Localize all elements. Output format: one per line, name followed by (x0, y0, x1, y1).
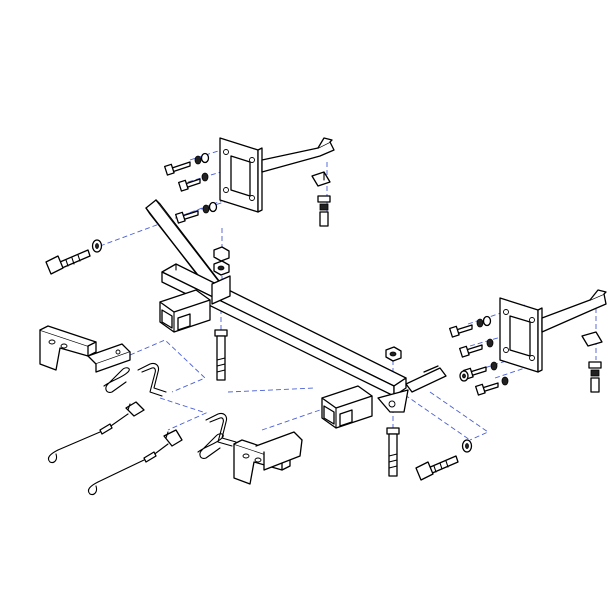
left-tow-tab (39, 325, 131, 373)
safety-cable-upper (47, 401, 145, 464)
crossbar-end-bracket (377, 365, 447, 413)
hitch-pin-clip-left (103, 367, 130, 393)
vertical-bolt-upper (317, 195, 331, 227)
left-receiver-tab (159, 289, 211, 333)
right-receiver-tab (321, 385, 373, 429)
right-hex-bolt (415, 439, 473, 481)
tow-pin-right (205, 412, 237, 447)
left-mounting-bracket (219, 137, 335, 213)
left-bracket-bolts (164, 152, 331, 227)
center-nut (213, 246, 230, 276)
vertical-bolt-right (588, 361, 602, 393)
carriage-bolt-left (214, 329, 228, 381)
right-tow-tab (233, 431, 303, 485)
hitch-pin-clip-right (197, 433, 224, 459)
safety-cable-lower (87, 429, 183, 496)
main-crossbar (161, 263, 407, 397)
carriage-bolt-right (386, 427, 400, 477)
right-mounting-bracket (499, 289, 607, 373)
left-hex-bolt (45, 239, 103, 275)
tow-pin-left (137, 362, 167, 397)
right-nut (385, 346, 402, 362)
right-bracket-bolts (449, 315, 602, 396)
